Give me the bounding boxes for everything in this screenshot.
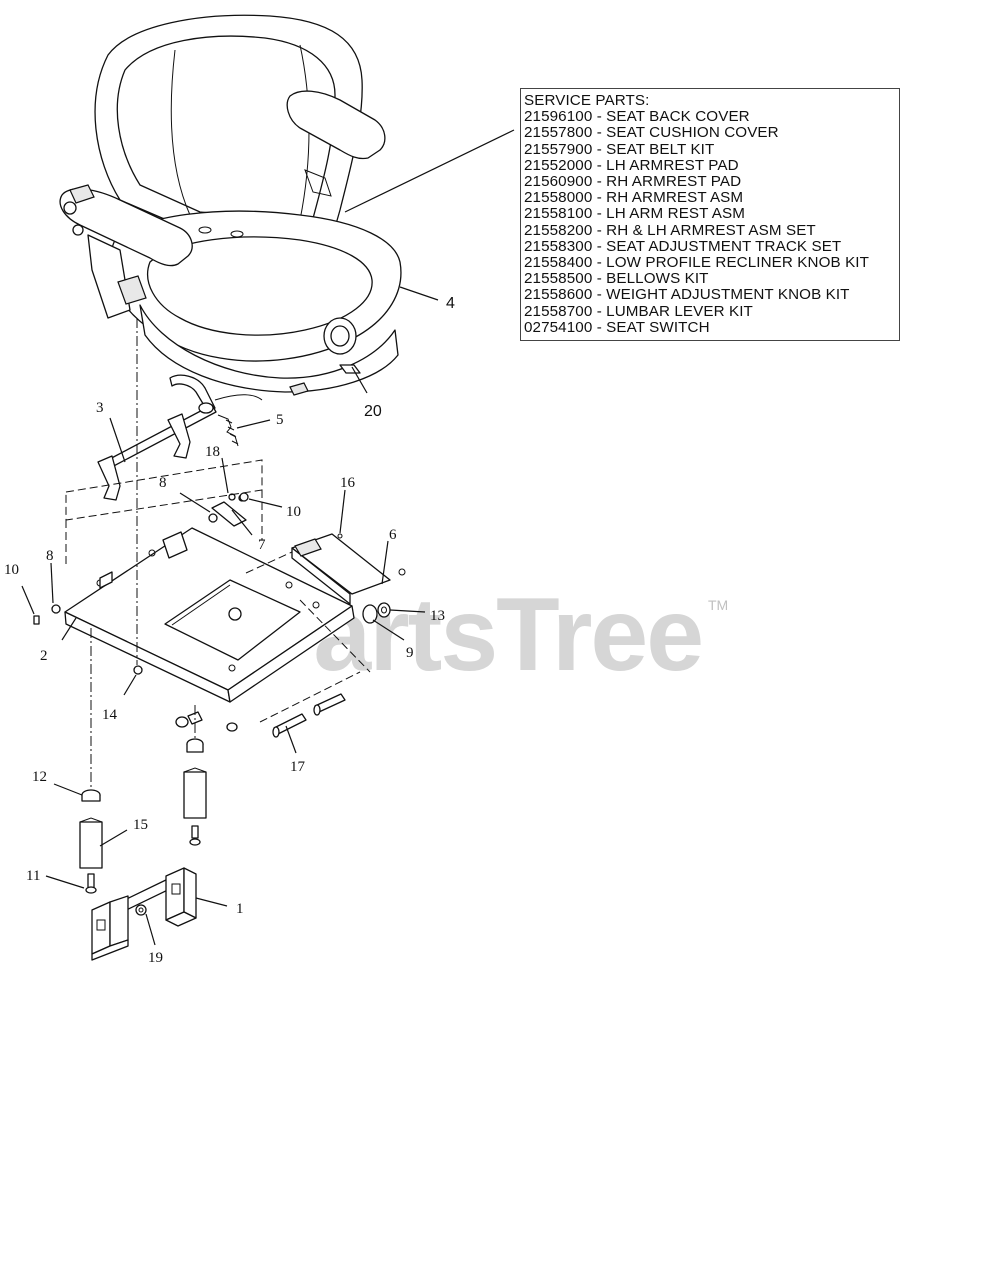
callout-9: 9	[406, 645, 414, 661]
callout-8-left: 8	[46, 548, 54, 564]
service-parts-title: SERVICE PARTS:	[524, 92, 650, 109]
callout-16: 16	[340, 475, 356, 491]
latch-rod[interactable]	[97, 402, 217, 501]
callout-17: 17	[290, 759, 306, 775]
service-part-item: 21552000 - LH ARMREST PAD	[524, 156, 739, 174]
seat-mounting-pan[interactable]	[64, 494, 355, 703]
callout-8-top: 8	[159, 475, 167, 491]
service-part-item: 21558600 - WEIGHT ADJUSTMENT KNOB KIT	[524, 286, 850, 304]
service-part-item: 21560900 - RH ARMREST PAD	[524, 173, 742, 191]
callout-3: 3	[96, 400, 104, 416]
service-parts-box: SERVICE PARTS: 21596100 - SEAT BACK COVE…	[520, 88, 900, 341]
callout-labels: 1 2 3 4 5 6 7 8 8 9 10 10 11 12 13 14 15…	[4, 295, 455, 966]
callout-19: 19	[148, 950, 163, 966]
leader-lines	[21, 129, 515, 946]
service-part-item: 21596100 - SEAT BACK COVER	[524, 108, 750, 126]
service-part-item: 21558400 - LOW PROFILE RECLINER KNOB KIT	[524, 254, 869, 272]
callout-2: 2	[40, 648, 48, 664]
callout-1: 1	[236, 901, 244, 917]
callout-14: 14	[102, 707, 118, 723]
callout-10-left: 10	[4, 562, 19, 578]
callout-5: 5	[276, 412, 284, 428]
service-part-item: 21558500 - BELLOWS KIT	[524, 270, 709, 288]
callout-7: 7	[258, 537, 266, 553]
small-hardware[interactable]	[33, 492, 249, 675]
service-part-item: 21558100 - LH ARM REST ASM	[524, 205, 745, 223]
base-bracket[interactable]	[91, 867, 197, 961]
service-part-item: 21558200 - RH & LH ARMREST ASM SET	[524, 221, 816, 239]
callout-11: 11	[26, 868, 40, 884]
watermark-trademark: TM	[708, 597, 729, 613]
switch-bracket[interactable]	[291, 533, 406, 605]
pivot-pins[interactable]	[175, 693, 346, 738]
callout-20: 20	[364, 403, 382, 420]
callout-10-right: 10	[286, 504, 301, 520]
callout-4: 4	[446, 295, 455, 312]
service-part-item: 21557800 - SEAT CUSHION COVER	[524, 124, 779, 142]
right-spacer-stack[interactable]	[183, 738, 207, 846]
service-part-item: 21557900 - SEAT BELT KIT	[524, 140, 715, 158]
service-part-item: 02754100 - SEAT SWITCH	[524, 318, 710, 336]
callout-18: 18	[205, 444, 220, 460]
bushing-washer[interactable]	[362, 602, 391, 624]
left-spacer-stack[interactable]	[79, 789, 103, 894]
callout-6: 6	[389, 527, 397, 543]
callout-13: 13	[430, 608, 445, 624]
callout-15: 15	[133, 817, 148, 833]
seat-assembly[interactable]	[59, 14, 402, 396]
service-part-item: 21558000 - RH ARMREST ASM	[524, 189, 744, 207]
callout-12: 12	[32, 769, 47, 785]
service-part-item: 21558700 - LUMBAR LEVER KIT	[524, 302, 753, 320]
service-part-item: 21558300 - SEAT ADJUSTMENT TRACK SET	[524, 237, 842, 255]
